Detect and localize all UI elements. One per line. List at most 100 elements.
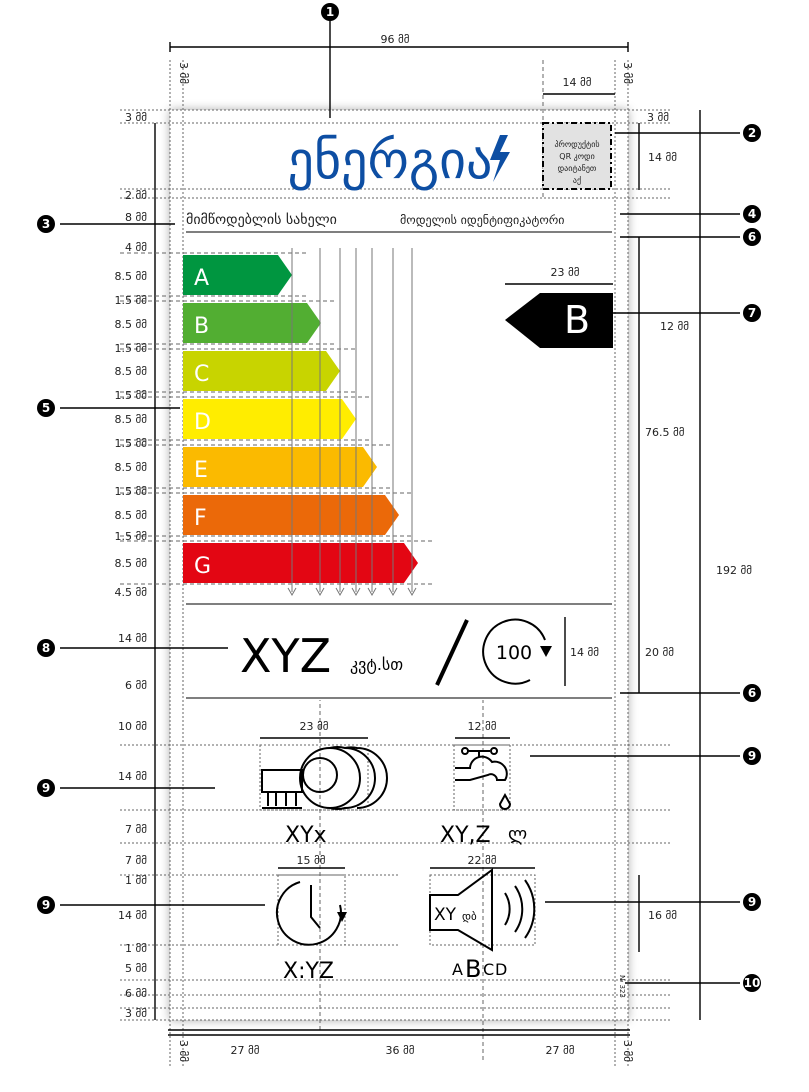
callout-number: 9 xyxy=(748,895,756,909)
noise-class-selected: B xyxy=(465,955,481,983)
callout-number: 7 xyxy=(748,306,756,320)
dim-left-label: 8.5 მმ xyxy=(115,557,148,570)
leader-lines xyxy=(60,20,740,984)
dim-left-label: 14 მმ xyxy=(118,909,147,922)
left-dimensions: 3 მმ 2 მმ 8 მმ 4 მმ 8.5 მმ 1.5 მმ 8.5 მმ 1.5 მმ… xyxy=(115,111,148,1020)
dim-left-label: 6 მმ xyxy=(125,987,147,1000)
dim-left-label: 8 მმ xyxy=(125,211,147,224)
energy-bar-e xyxy=(183,447,377,487)
logo-text: ენერგია xyxy=(288,131,493,191)
dim-right-label: 76.5 მმ xyxy=(645,426,685,439)
dim-left-label: 10 მმ xyxy=(118,720,147,733)
lightning-icon xyxy=(490,135,510,182)
arrow-head xyxy=(315,587,325,597)
dim-arrow-width: 23 მმ xyxy=(551,266,580,279)
noise-class: A xyxy=(452,960,463,979)
callout-number: 10 xyxy=(744,976,761,990)
dim-right-label: 16 მმ xyxy=(648,909,677,922)
callout-marker: 8 xyxy=(37,639,55,657)
energy-bar-letter: B xyxy=(194,314,209,339)
dim-margin: 3 მმ xyxy=(177,1040,190,1062)
dim-left-label: 7 მმ xyxy=(125,823,147,836)
callout-number: 9 xyxy=(748,749,756,763)
cycle-icon xyxy=(482,618,552,685)
dim-dishes-width: 23 მმ xyxy=(300,720,329,733)
dim-right-label: 192 მმ xyxy=(716,564,752,577)
dim-left-label: 1.5 მმ xyxy=(115,294,148,307)
arrow-head xyxy=(388,587,398,597)
dim-cycle-height: 14 მმ xyxy=(570,646,599,659)
dim-left-label: 6 მმ xyxy=(125,679,147,692)
dim-left-label: 1.5 მმ xyxy=(115,530,148,543)
dim-left-label: 3 მმ xyxy=(125,1007,147,1020)
scale-arrows xyxy=(120,248,433,597)
callout-marker: 6 xyxy=(743,684,761,702)
energy-bar-f xyxy=(183,495,399,535)
dim-left-label: 4.5 მმ xyxy=(115,586,148,599)
water-unit: ლ xyxy=(508,824,527,845)
qr-text-line: პროდუქტის xyxy=(554,139,599,149)
dim-tap-width: 12 მმ xyxy=(468,720,497,733)
dim-left-label: 1.5 მმ xyxy=(115,437,148,450)
callout-marker: 9 xyxy=(743,747,761,765)
dim-left-label: 8.5 მმ xyxy=(115,413,148,426)
dim-left-label: 1.5 მმ xyxy=(115,485,148,498)
dim-left-label: 8.5 მმ xyxy=(115,270,148,283)
clock-icon xyxy=(275,874,347,946)
dim-clock-width: 15 მმ xyxy=(297,854,326,867)
dim-left-label: 14 მმ xyxy=(118,770,147,783)
supplier-name: მიმწოდებლის სახელი xyxy=(186,212,337,228)
callout-marker: 2 xyxy=(743,124,761,142)
dim-right-label: 3 მმ xyxy=(647,111,669,124)
energy-bar-d xyxy=(183,399,356,439)
arrow-head xyxy=(407,587,417,597)
dim-margin: 3 მმ xyxy=(177,62,190,84)
callout-number: 1 xyxy=(326,5,334,19)
water-value: XY,Z xyxy=(440,823,491,848)
arrow-head xyxy=(287,587,297,597)
dim-left-label: 1.5 მმ xyxy=(115,342,148,355)
callout-number: 6 xyxy=(748,686,756,700)
dim-right-label: 20 მმ xyxy=(645,646,674,659)
dim-left-label: 8.5 მმ xyxy=(115,318,148,331)
arrow-head xyxy=(335,587,345,597)
energy-bar-letter: E xyxy=(194,458,208,483)
dim-left-label: 3 მმ xyxy=(125,111,147,124)
noise-class: D xyxy=(495,960,507,979)
callout-number: 4 xyxy=(748,207,756,221)
callout-marker: 6 xyxy=(743,228,761,246)
cycle-count: 100 xyxy=(496,642,532,664)
dim-bottom: 27 მმ xyxy=(546,1044,575,1057)
dim-margin: 3 მმ xyxy=(621,62,634,84)
dim-left-label: 4 მმ xyxy=(125,241,147,254)
dim-total-width: 96 მმ xyxy=(381,33,410,46)
energy-bar-letter: G xyxy=(194,554,211,579)
dim-left-label: 1 მმ xyxy=(125,942,147,955)
dim-bottom: 27 მმ xyxy=(231,1044,260,1057)
dim-margin: 3 მმ xyxy=(621,1040,634,1062)
selected-class-letter: B xyxy=(564,298,590,342)
callout-number: 2 xyxy=(748,126,756,140)
consumption-value: XYZ xyxy=(240,629,331,683)
energy-bar-letter: C xyxy=(194,362,209,387)
noise-value: XY xyxy=(434,905,457,925)
slash xyxy=(435,619,469,686)
energy-bar-letter: F xyxy=(194,506,207,531)
noise-unit: დბ xyxy=(462,910,477,923)
selected-class-arrow xyxy=(505,293,613,348)
noise-class: C xyxy=(483,960,494,979)
energy-bar-b xyxy=(183,303,321,343)
dim-left-label: 2 მმ xyxy=(125,189,147,202)
dim-left-label: 1 მმ xyxy=(125,874,147,887)
arrow-head xyxy=(351,587,361,597)
energy-bar-g xyxy=(183,543,418,583)
dim-left-label: 14 მმ xyxy=(118,632,147,645)
callout-marker: 9 xyxy=(743,893,761,911)
noise-speaker-icon xyxy=(429,868,536,952)
energy-bar-letter: A xyxy=(194,266,209,291)
place-settings-value: XYx xyxy=(285,823,327,848)
callout-marker: 10 xyxy=(743,974,761,992)
dim-left-label: 5 მმ xyxy=(125,962,147,975)
